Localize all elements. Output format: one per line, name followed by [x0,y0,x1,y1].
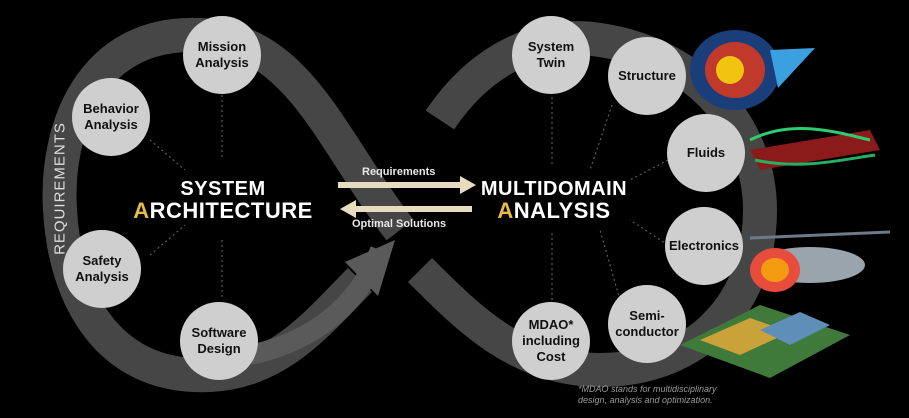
jet-engine-image [690,30,815,110]
node-semiconductor[interactable]: Semi- conductor [608,285,686,363]
title-accent-letter: A [133,198,150,223]
requirements-arrow-label: Requirements [362,166,436,178]
right-title-line1: MULTIDOMAIN [480,178,628,200]
node-mission-analysis[interactable]: Mission Analysis [183,16,261,94]
node-software-design[interactable]: Software Design [180,302,258,380]
optimal-solutions-arrow-label: Optimal Solutions [352,218,447,230]
jet-fluid-image [749,126,880,170]
node-safety-analysis[interactable]: Safety Analysis [63,230,141,308]
requirements-arrow [338,176,476,194]
node-mdao-including-cost[interactable]: MDAO* including Cost [512,302,590,380]
left-connectors [149,90,223,300]
title-rest: RCHITECTURE [149,198,313,223]
node-system-twin[interactable]: System Twin [512,16,590,94]
helicopter-image [749,230,891,292]
node-behavior-analysis[interactable]: Behavior Analysis [72,78,150,156]
node-structure[interactable]: Structure [608,37,686,115]
requirements-side-label: REQUIREMENTS [51,122,69,255]
title-accent-letter: A [497,198,514,223]
node-fluids[interactable]: Fluids [667,114,745,192]
loop-arrow-head [345,240,395,296]
optimal-solutions-arrow [340,200,472,218]
node-electronics[interactable]: Electronics [665,207,743,285]
title-rest: NALYSIS [513,198,611,223]
semiconductor-image [680,305,850,378]
right-connectors [551,92,669,301]
left-title-line2: ARCHITECTURE [118,200,328,222]
mdao-footnote: *MDAO stands for multidisciplinary desig… [578,384,717,405]
left-title-line1: SYSTEM [180,178,266,200]
right-title-line2: ANALYSIS [478,200,630,222]
multidomain-analysis-title: MULTIDOMAIN ANALYSIS [478,178,630,222]
system-architecture-title: SYSTEM ARCHITECTURE [118,178,328,222]
